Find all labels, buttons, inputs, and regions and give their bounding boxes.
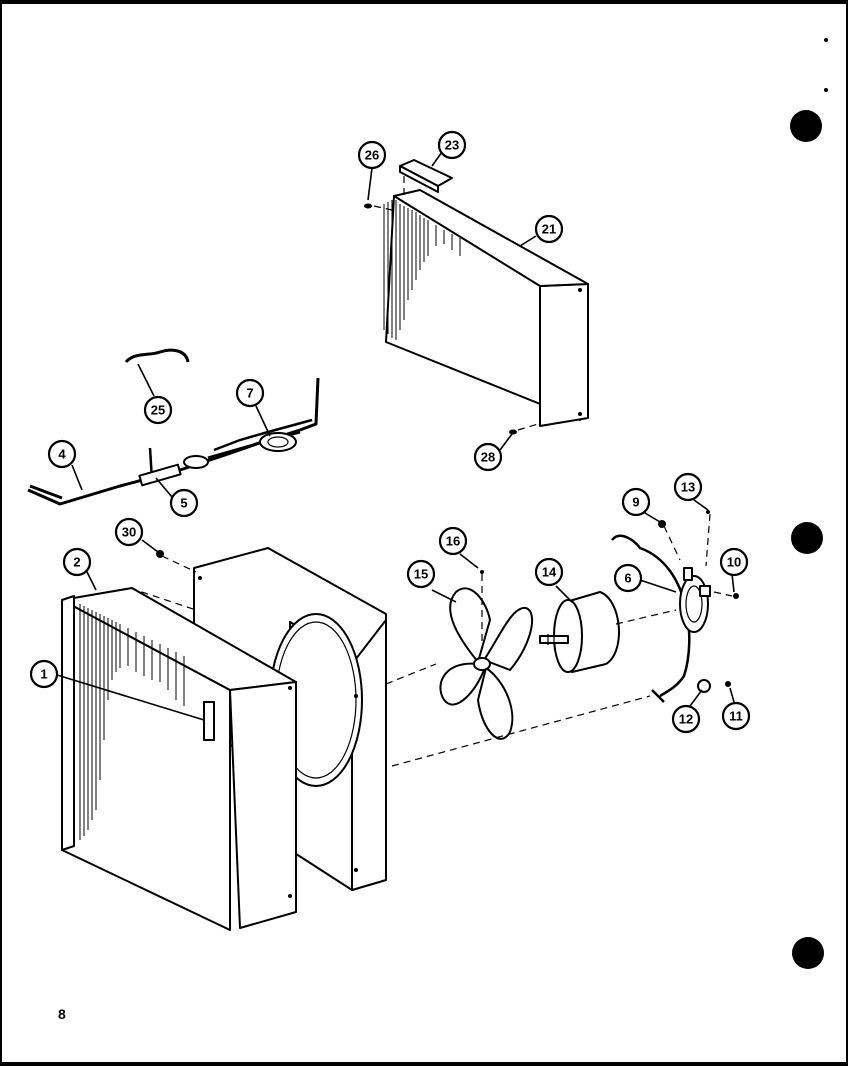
svg-text:2: 2 [73, 555, 80, 570]
fan-shroud [193, 547, 387, 891]
svg-text:21: 21 [542, 222, 556, 237]
callout-16: 16 [438, 526, 468, 556]
leader-lines [56, 151, 735, 721]
svg-text:13: 13 [681, 480, 695, 495]
callout-23: 23 [437, 130, 467, 160]
page-number: 8 [58, 1006, 66, 1022]
svg-text:6: 6 [624, 571, 631, 586]
svg-text:9: 9 [632, 495, 639, 510]
fan-motor [539, 591, 620, 673]
binder-hole-bottom [792, 937, 824, 969]
screw [733, 593, 739, 599]
screw [364, 203, 372, 209]
svg-text:5: 5 [180, 496, 187, 511]
svg-text:25: 25 [151, 403, 165, 418]
callout-15: 15 [406, 559, 436, 589]
callout-5: 5 [169, 488, 199, 518]
callout-4: 4 [47, 439, 77, 469]
callout-13: 13 [673, 472, 703, 502]
callout-25: 25 [143, 395, 173, 425]
callout-28: 28 [473, 442, 503, 472]
svg-text:10: 10 [727, 555, 741, 570]
coil-bracket [399, 159, 453, 193]
callout-30: 30 [114, 517, 144, 547]
svg-text:7: 7 [246, 386, 253, 401]
svg-text:12: 12 [679, 712, 693, 727]
svg-text:16: 16 [446, 534, 460, 549]
fan-blade [439, 587, 534, 740]
fan-set-screw [480, 570, 484, 574]
svg-text:11: 11 [729, 709, 743, 724]
svg-text:15: 15 [414, 567, 428, 582]
condenser-coil [383, 189, 589, 427]
speck [824, 38, 828, 42]
svg-text:4: 4 [58, 447, 66, 462]
callout-14: 14 [534, 557, 564, 587]
callout-2: 2 [62, 547, 92, 577]
motor-mount [611, 534, 711, 703]
callout-6: 6 [613, 563, 643, 593]
callout-11: 11 [721, 701, 751, 731]
callout-26: 26 [357, 140, 387, 170]
callout-1: 1 [29, 659, 59, 689]
svg-text:30: 30 [122, 525, 136, 540]
cabinet-coil [61, 587, 297, 931]
tubing-assembly [27, 377, 320, 506]
svg-text:26: 26 [365, 148, 379, 163]
callout-10: 10 [719, 547, 749, 577]
svg-text:1: 1 [40, 667, 47, 682]
washer [697, 679, 711, 693]
callout-7: 7 [235, 378, 265, 408]
callout-12: 12 [671, 704, 701, 734]
callout-21: 21 [534, 214, 564, 244]
callout-9: 9 [621, 487, 651, 517]
screw [706, 510, 710, 514]
binder-hole-middle [791, 522, 823, 554]
svg-text:23: 23 [445, 138, 459, 153]
screw [509, 429, 517, 435]
wire-harness [124, 348, 190, 364]
svg-text:28: 28 [481, 450, 495, 465]
speck [824, 88, 828, 92]
binder-hole-top [790, 110, 822, 142]
svg-text:14: 14 [542, 565, 557, 580]
screw [725, 681, 731, 687]
